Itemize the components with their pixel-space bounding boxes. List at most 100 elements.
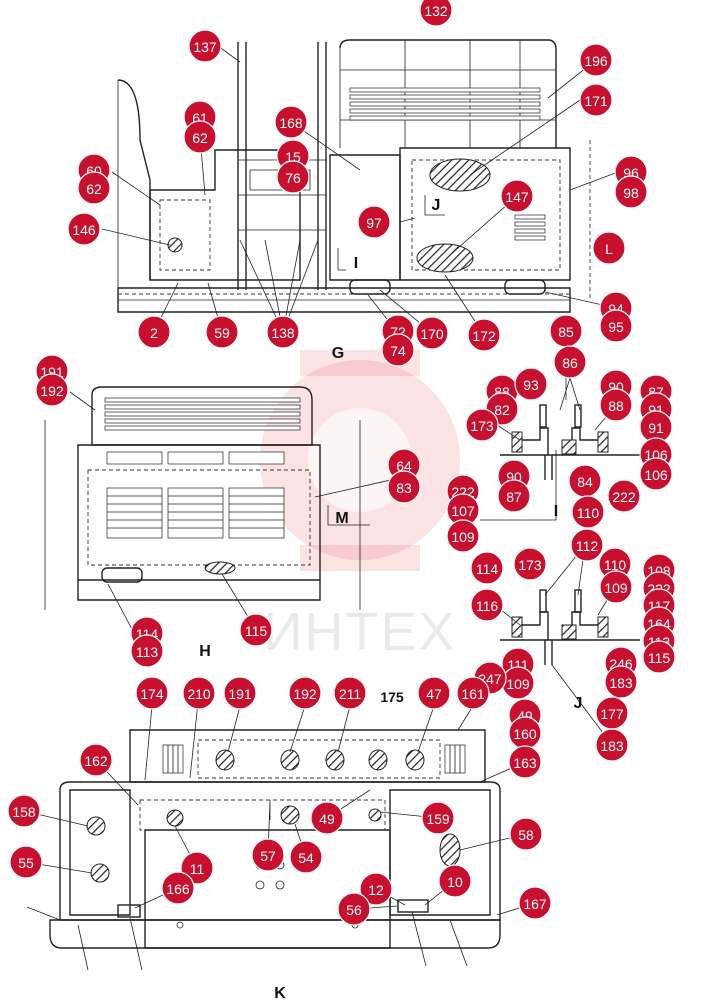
callout-85: 85: [549, 314, 583, 348]
callout-label: 82: [494, 402, 510, 418]
callout-label: 166: [166, 881, 190, 897]
svg-text:M: M: [335, 510, 348, 527]
callout-173: 173: [513, 547, 547, 581]
callout-132: 132: [419, 0, 453, 27]
callout-label: 172: [472, 328, 496, 344]
callout-label: 112: [576, 538, 599, 554]
callout-label: 115: [648, 650, 671, 666]
callout-label: 177: [600, 706, 624, 722]
callout-87: 87: [497, 479, 531, 513]
callout-label: 10: [447, 874, 463, 890]
callout-62: 62: [183, 120, 217, 154]
callout-label: 146: [72, 222, 96, 238]
callout-label: 11: [190, 861, 205, 877]
view-g-drawing: [117, 39, 591, 313]
callout-label: 113: [136, 644, 159, 660]
callout-label: L: [605, 241, 613, 257]
callout-label: 109: [604, 580, 628, 596]
callout-93: 93: [514, 367, 548, 401]
callout-label: 47: [426, 686, 442, 702]
callout-label: 109: [506, 676, 530, 692]
callout-110: 110: [571, 495, 605, 529]
callout-84: 84: [568, 464, 602, 498]
callout-10: 10: [438, 864, 472, 898]
callout-196: 196: [579, 43, 613, 77]
callout-98: 98: [614, 175, 648, 209]
view-h-drawing: [44, 386, 361, 610]
label-175: 175: [380, 689, 404, 705]
callout-95: 95: [599, 309, 633, 343]
callout-label: 137: [193, 39, 217, 55]
callout-label: 196: [584, 53, 608, 69]
svg-text:I: I: [354, 255, 358, 272]
callout-2: 2: [137, 315, 171, 349]
callout-112: 112: [570, 528, 604, 562]
callout-106: 106: [639, 457, 673, 491]
view-label-j: J: [574, 695, 583, 712]
callout-label: 183: [609, 675, 633, 691]
callout-166: 166: [161, 871, 195, 905]
callout-192: 192: [288, 676, 322, 710]
callout-label: 163: [513, 755, 537, 771]
view-label-k: K: [274, 985, 286, 1000]
callout-163: 163: [508, 745, 542, 779]
callout-label: 56: [346, 902, 362, 918]
callout-86: 86: [553, 345, 587, 379]
callout-label: 62: [86, 181, 102, 197]
callout-170: 170: [415, 316, 449, 350]
callout-59: 59: [205, 315, 239, 349]
callout-177: 177: [595, 696, 629, 730]
callout-label: 93: [523, 377, 539, 393]
callout-label: 170: [420, 326, 444, 342]
callout-label: 57: [260, 848, 276, 864]
callout-183: 183: [604, 665, 638, 699]
callout-label: 115: [245, 623, 268, 639]
callout-183: 183: [595, 728, 629, 762]
callout-56: 56: [337, 892, 371, 926]
callout-label: 162: [84, 753, 108, 769]
callout-label: 211: [339, 686, 362, 702]
callout-label: 159: [426, 811, 450, 827]
callout-91: 91: [639, 410, 673, 444]
callout-label: 171: [584, 93, 608, 109]
callout-113: 113: [130, 634, 164, 668]
callout-label: 222: [612, 489, 636, 505]
callout-49: 49: [310, 801, 344, 835]
callout-label: 192: [293, 686, 317, 702]
callout-label: 110: [604, 557, 627, 573]
callout-label: 83: [396, 480, 412, 496]
section-mark-m: M: [327, 505, 370, 527]
callout-109: 109: [501, 666, 535, 700]
callout-115: 115: [642, 640, 676, 674]
callout-138: 138: [266, 315, 300, 349]
callout-76: 76: [276, 160, 310, 194]
callout-label: 95: [608, 319, 624, 335]
callout-label: 58: [518, 827, 534, 843]
callout-label: 167: [523, 896, 547, 912]
callout-55: 55: [9, 845, 43, 879]
callout-label: 98: [623, 185, 639, 201]
callout-label: 147: [505, 189, 529, 205]
callout-label: 183: [600, 738, 624, 754]
callout-109: 109: [446, 519, 480, 553]
callout-191: 191: [223, 676, 257, 710]
callout-57: 57: [251, 838, 285, 872]
callout-label: 191: [228, 686, 252, 702]
section-mark-i: I: [337, 248, 358, 272]
callout-158: 158: [7, 794, 41, 828]
callout-label: 174: [140, 686, 164, 702]
callout-label: 88: [608, 398, 624, 414]
callout-label: 2: [150, 325, 158, 341]
callout-62: 62: [77, 171, 111, 205]
callout-173: 173: [465, 408, 499, 442]
view-label-h: H: [199, 643, 211, 660]
callout-label: 76: [285, 170, 301, 186]
callout-label: 12: [368, 882, 384, 898]
callout-label: 54: [298, 850, 314, 866]
callout-label: 91: [648, 420, 664, 436]
callout-label: 59: [214, 325, 230, 341]
watermark-text: ИНТЕХ: [264, 602, 457, 662]
callout-192: 192: [35, 373, 69, 407]
section-mark-j: J: [424, 195, 445, 216]
callout-160: 160: [508, 716, 542, 750]
